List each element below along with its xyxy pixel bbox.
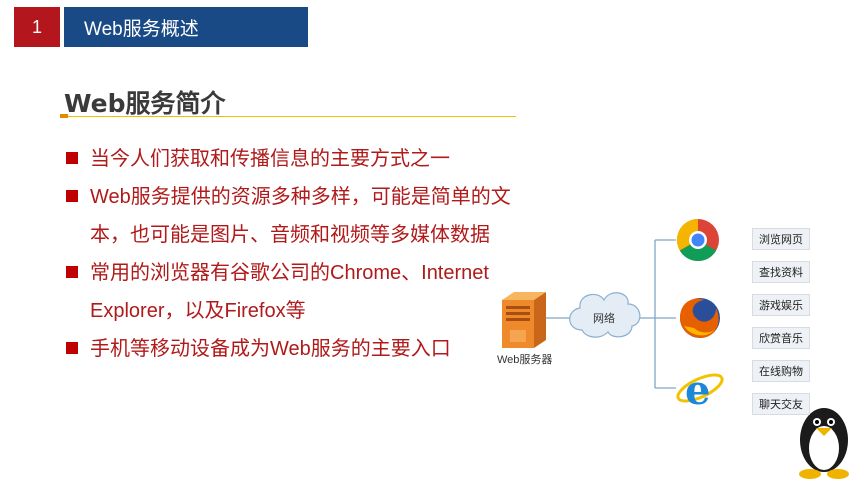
tag-browse-web: 浏览网页 [752,228,810,250]
bullet-text: 当今人们获取和传播信息的主要方式之一 [90,148,450,170]
bullet-text: 手机等移动设备成为Web服务的主要入口 [90,338,451,360]
bullet-list: 当今人们获取和传播信息的主要方式之一 Web服务提供的资源多种多样，可能是简单的… [66,140,546,368]
section-underline [60,116,516,117]
tux-penguin-icon [799,408,849,479]
bullet-item: 常用的浏览器有谷歌公司的Chrome、Internet Explorer，以及F… [66,254,546,330]
section-title: Web服务简介 [64,89,226,118]
tag-chat: 聊天交友 [752,393,810,415]
section-underline-mark [60,114,68,118]
bullet-square-icon [66,266,78,278]
network-cloud-icon [569,292,641,338]
bullet-square-icon [66,190,78,202]
chrome-icon [676,218,719,262]
slide-number: 1 [14,7,60,47]
firefox-icon [680,298,720,338]
svg-text:e: e [685,367,710,414]
ie-icon: e [676,367,724,414]
network-label: 网络 [593,313,615,325]
slide-title: Web服务概述 [64,7,308,47]
tag-music: 欣赏音乐 [752,327,810,349]
bullet-item: 当今人们获取和传播信息的主要方式之一 [66,140,546,178]
bullet-text-continued: Explorer，以及Firefox等 [90,300,306,322]
bullet-square-icon [66,342,78,354]
bullet-text: 常用的浏览器有谷歌公司的Chrome、Internet [90,262,489,284]
bullet-square-icon [66,152,78,164]
tag-games: 游戏娱乐 [752,294,810,316]
bullet-text: Web服务提供的资源多种多样，可能是简单的文 [90,186,511,208]
web-server-label: Web服务器 [497,354,553,366]
bullet-text-continued: 本，也可能是图片、音频和视频等多媒体数据 [90,224,490,246]
server-icon [502,292,546,348]
bullet-item: 手机等移动设备成为Web服务的主要入口 [66,330,546,368]
tag-shopping: 在线购物 [752,360,810,382]
tag-find-info: 查找资料 [752,261,810,283]
bullet-item: Web服务提供的资源多种多样，可能是简单的文 本，也可能是图片、音频和视频等多媒… [66,178,546,254]
